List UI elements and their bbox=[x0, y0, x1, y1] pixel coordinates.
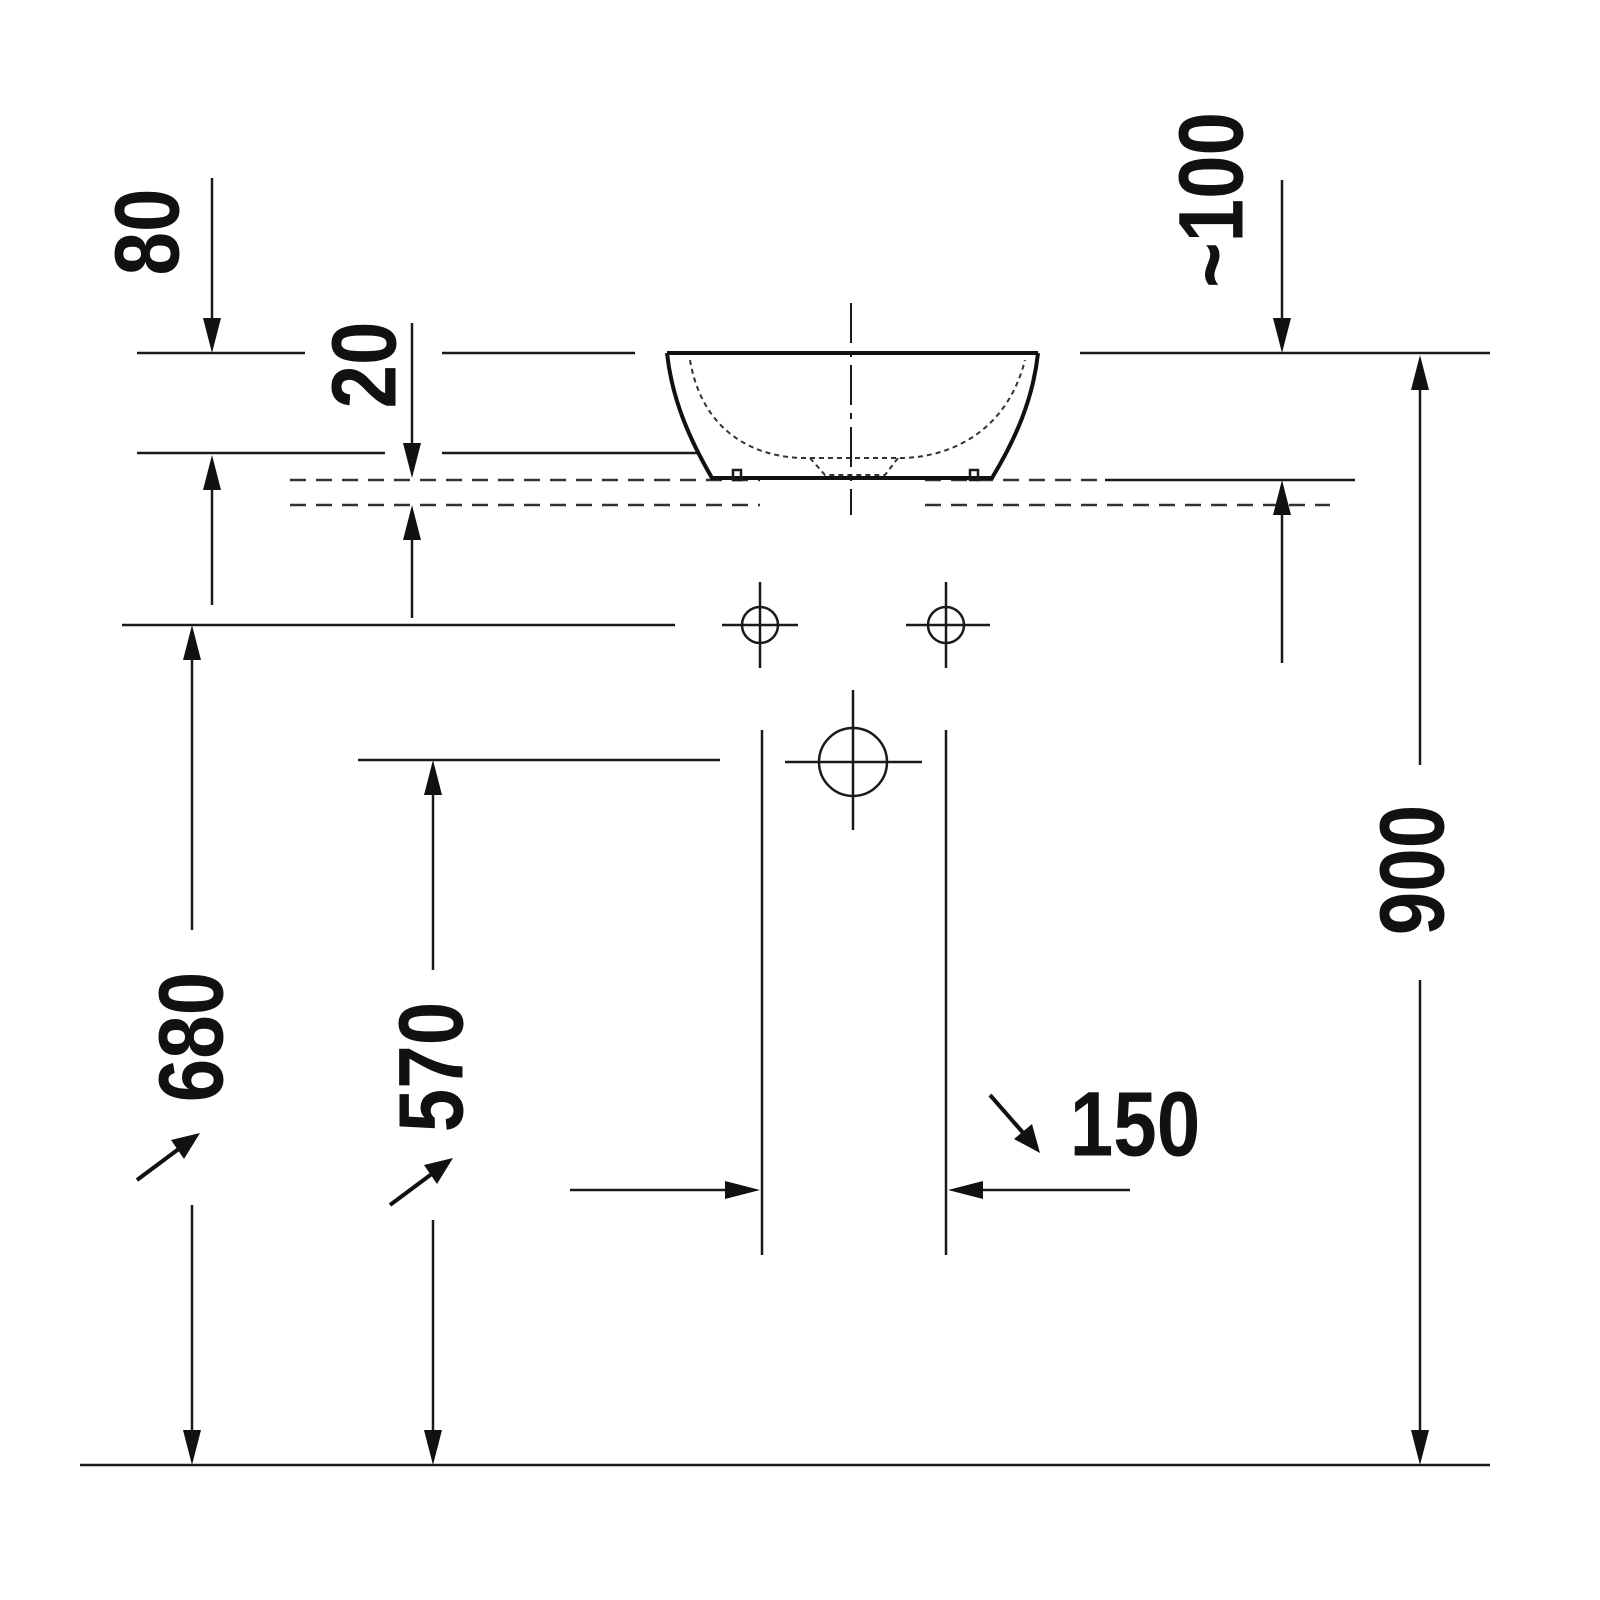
dimension-label-150: 150 bbox=[1070, 1074, 1200, 1176]
dimension-label-900: 900 bbox=[1362, 805, 1464, 935]
dimension-label-20: 20 bbox=[314, 322, 416, 409]
leader-arrows bbox=[135, 1093, 1040, 1207]
reference-lines bbox=[80, 351, 1490, 1467]
dimension-label-570: 570 bbox=[381, 1002, 483, 1132]
leader-arrow-150 bbox=[988, 1093, 1027, 1137]
dimension-label-680: 680 bbox=[141, 972, 243, 1102]
supply-spacing-extension-lines bbox=[760, 730, 948, 1255]
dimension-label-80: 80 bbox=[97, 189, 199, 276]
leader-arrow-680 bbox=[135, 1146, 182, 1182]
basin-profile bbox=[665, 303, 1040, 515]
leader-arrow-570 bbox=[388, 1171, 435, 1207]
dimension-lines bbox=[183, 178, 1429, 1465]
supply-connection-left bbox=[722, 582, 798, 668]
drain-connection bbox=[785, 690, 922, 830]
supply-connection-right bbox=[906, 582, 990, 668]
dimension-label-100: ~100 bbox=[1161, 112, 1263, 288]
